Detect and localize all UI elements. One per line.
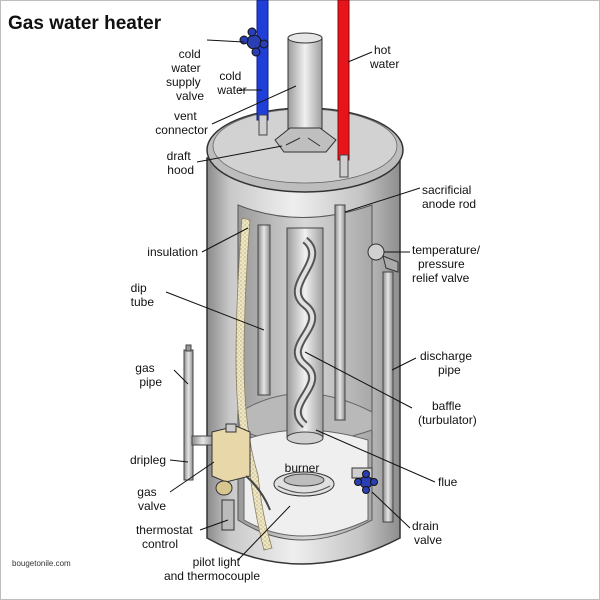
drain-valve-handle-icon — [354, 470, 378, 494]
label-baffle: baffle (turbulator) — [418, 399, 477, 427]
thermostat-probe — [221, 499, 235, 531]
leader-cold-water-supply-valve — [206, 39, 245, 43]
leader-baffle — [304, 351, 413, 409]
gas-valve-assembly — [211, 423, 271, 531]
label-cold-water-supply-valve: cold water supply valve — [166, 47, 204, 103]
vent-connector-top — [287, 32, 323, 44]
gas-pipe-shape — [183, 349, 194, 481]
gas-supply-tube — [245, 475, 271, 511]
label-pilot-light-and-thermocouple: pilot light and thermocouple — [164, 555, 260, 583]
cold-water-pipe — [239, 0, 269, 136]
burner-cap — [283, 473, 325, 487]
gas-valve-body — [211, 425, 251, 483]
label-sacrificial-anode-rod: sacrificial anode rod — [422, 183, 476, 211]
leader-drain-valve — [371, 491, 411, 529]
drain-valve-assembly — [351, 467, 378, 494]
leader-dripleg — [169, 459, 189, 463]
draft-hood-vanes — [285, 137, 321, 147]
label-vent-connector: vent connector — [155, 109, 208, 137]
label-flue: flue — [438, 475, 458, 489]
thermostat-dial — [215, 480, 233, 496]
flue-assembly — [286, 227, 324, 445]
leader-insulation — [201, 227, 249, 253]
leader-draft-hood — [196, 145, 283, 163]
flue-bottom — [286, 431, 324, 445]
label-cold-water: cold water — [216, 69, 246, 97]
label-drain-valve: drain valve — [412, 519, 442, 547]
hot-pipe-body — [337, 0, 350, 161]
label-dripleg: dripleg — [130, 453, 166, 467]
label-insulation: insulation — [147, 245, 198, 259]
label-draft-hood: draft hood — [167, 149, 194, 177]
baffle-twist-highlight — [295, 238, 315, 427]
leader-thermostat-control — [199, 519, 229, 531]
leader-pilot-light — [237, 505, 291, 561]
leader-gas-pipe — [173, 369, 189, 385]
burner-assembly — [273, 471, 335, 497]
source-credit: bougetonile.com — [12, 559, 71, 568]
relief-valve-body — [367, 243, 385, 261]
label-hot-water: hot water — [369, 43, 399, 71]
leader-sacrificial-anode-rod — [344, 187, 421, 213]
relief-valve-assembly — [367, 243, 399, 523]
leader-hot-water — [347, 51, 373, 63]
burner-ring — [277, 485, 331, 494]
label-burner: burner — [285, 461, 320, 475]
leader-discharge-pipe — [391, 357, 417, 371]
discharge-pipe-shape — [382, 271, 394, 523]
label-gas-valve: gas valve — [137, 485, 166, 513]
cold-water-valve-handle-icon — [239, 27, 269, 57]
label-gas-pipe: gas pipe — [135, 361, 162, 389]
cold-pipe-body — [256, 0, 269, 121]
label-thermostat-control: thermostat control — [136, 523, 196, 551]
leader-vent-connector — [211, 85, 297, 125]
relief-valve-lever — [382, 255, 399, 273]
hot-water-pipe — [337, 0, 350, 178]
leader-lines — [165, 39, 436, 561]
labels: cold water supply valve cold water hot w… — [130, 43, 483, 583]
gas-pipe-elbow — [191, 435, 215, 446]
label-temperature-pressure-relief-valve: temperature/ pressure relief valve — [412, 243, 483, 285]
draft-hood — [274, 127, 337, 153]
leader-dip-tube — [165, 291, 265, 331]
leader-flue — [315, 429, 436, 483]
insulation-layer — [235, 217, 273, 551]
label-dip-tube: dip tube — [131, 281, 155, 309]
diagram-title: Gas water heater — [8, 13, 162, 34]
label-discharge-pipe: discharge pipe — [420, 349, 475, 377]
leader-gas-valve — [169, 461, 215, 493]
cold-pipe-fitting — [258, 114, 268, 136]
sacrificial-anode-rod — [334, 204, 346, 421]
hot-pipe-fitting — [339, 154, 349, 178]
gas-pipe-cap — [185, 344, 192, 352]
dip-tube — [257, 224, 271, 396]
gas-valve-knob — [225, 423, 237, 433]
vent-connector-assembly — [274, 32, 337, 153]
